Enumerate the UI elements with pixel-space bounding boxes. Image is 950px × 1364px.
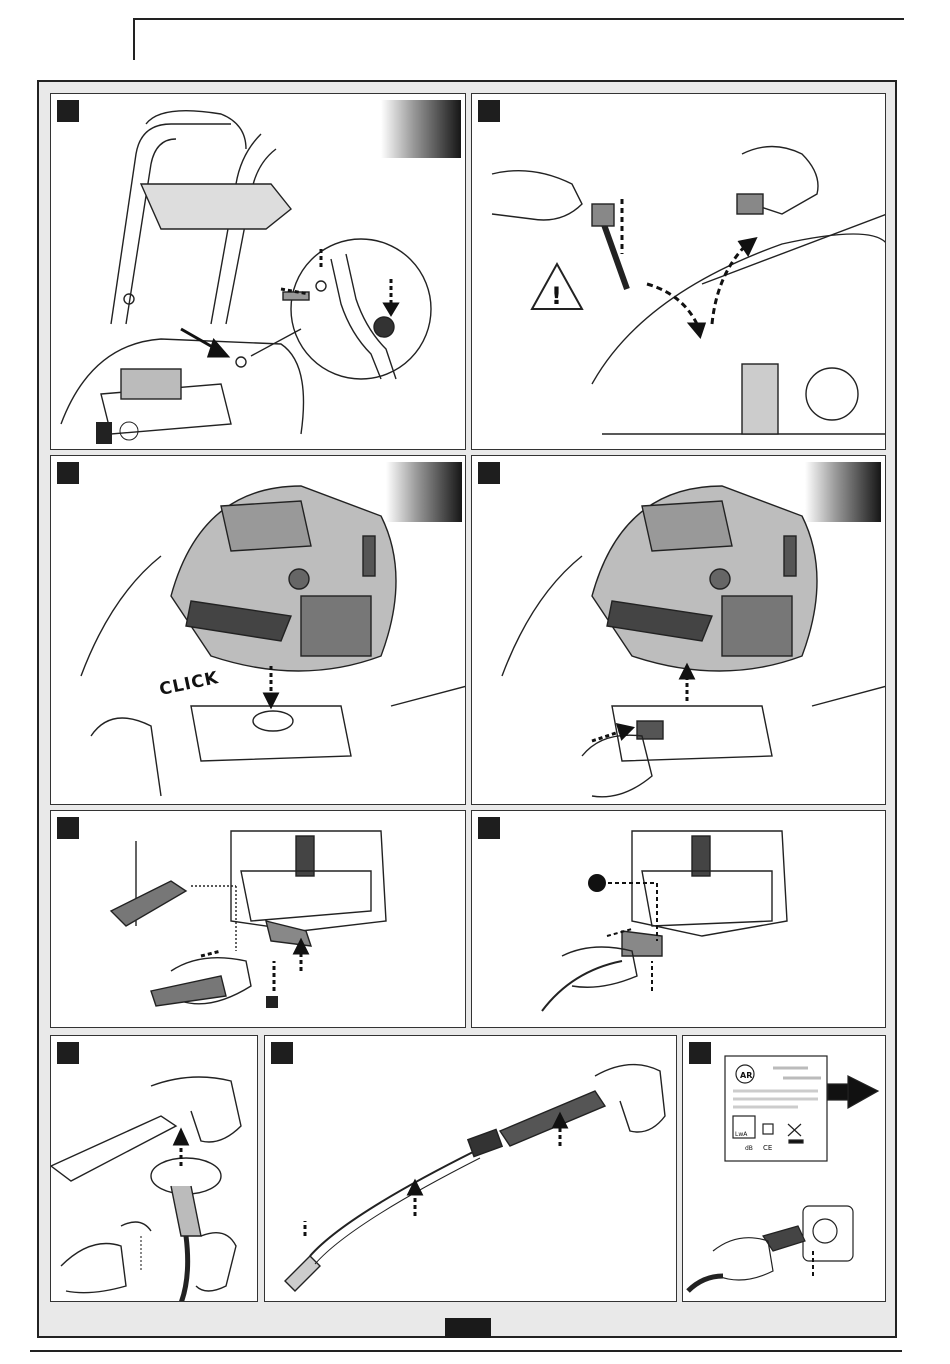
rating-plate-illustration: AR LwA CE dB [683,1036,886,1302]
db-text: dB [745,1145,753,1152]
lance-illustration [265,1036,677,1302]
motor-mount-illustration [51,456,466,805]
panel-motor-release [471,455,886,805]
motor-release-illustration [472,456,886,805]
brand-logo-text: AR [740,1071,752,1080]
page-number-box [445,1318,491,1338]
panel-motor-mount: CLICK [50,455,466,805]
ce-text: CE [763,1144,772,1152]
panel-rating-plate: AR LwA CE dB [682,1035,886,1302]
panel-water-inlet [50,810,466,1028]
panel-oil-cap: ! [471,93,886,450]
panel-lance-assembly [264,1035,677,1302]
oil-cap-illustration: ! [472,94,886,450]
handle-illustration [51,94,466,450]
header-rule [134,18,904,20]
lwa-text: LwA [735,1131,748,1138]
panel-gun-hose [50,1035,258,1302]
panel-outlet-hose [471,810,886,1028]
footer-rule [30,1350,902,1352]
panel-handle-assembly [50,93,466,450]
water-inlet-illustration [51,811,466,1028]
svg-text:!: ! [551,282,562,310]
header-tick [133,18,135,60]
outlet-hose-illustration [472,811,886,1028]
gun-hose-illustration [51,1036,258,1302]
